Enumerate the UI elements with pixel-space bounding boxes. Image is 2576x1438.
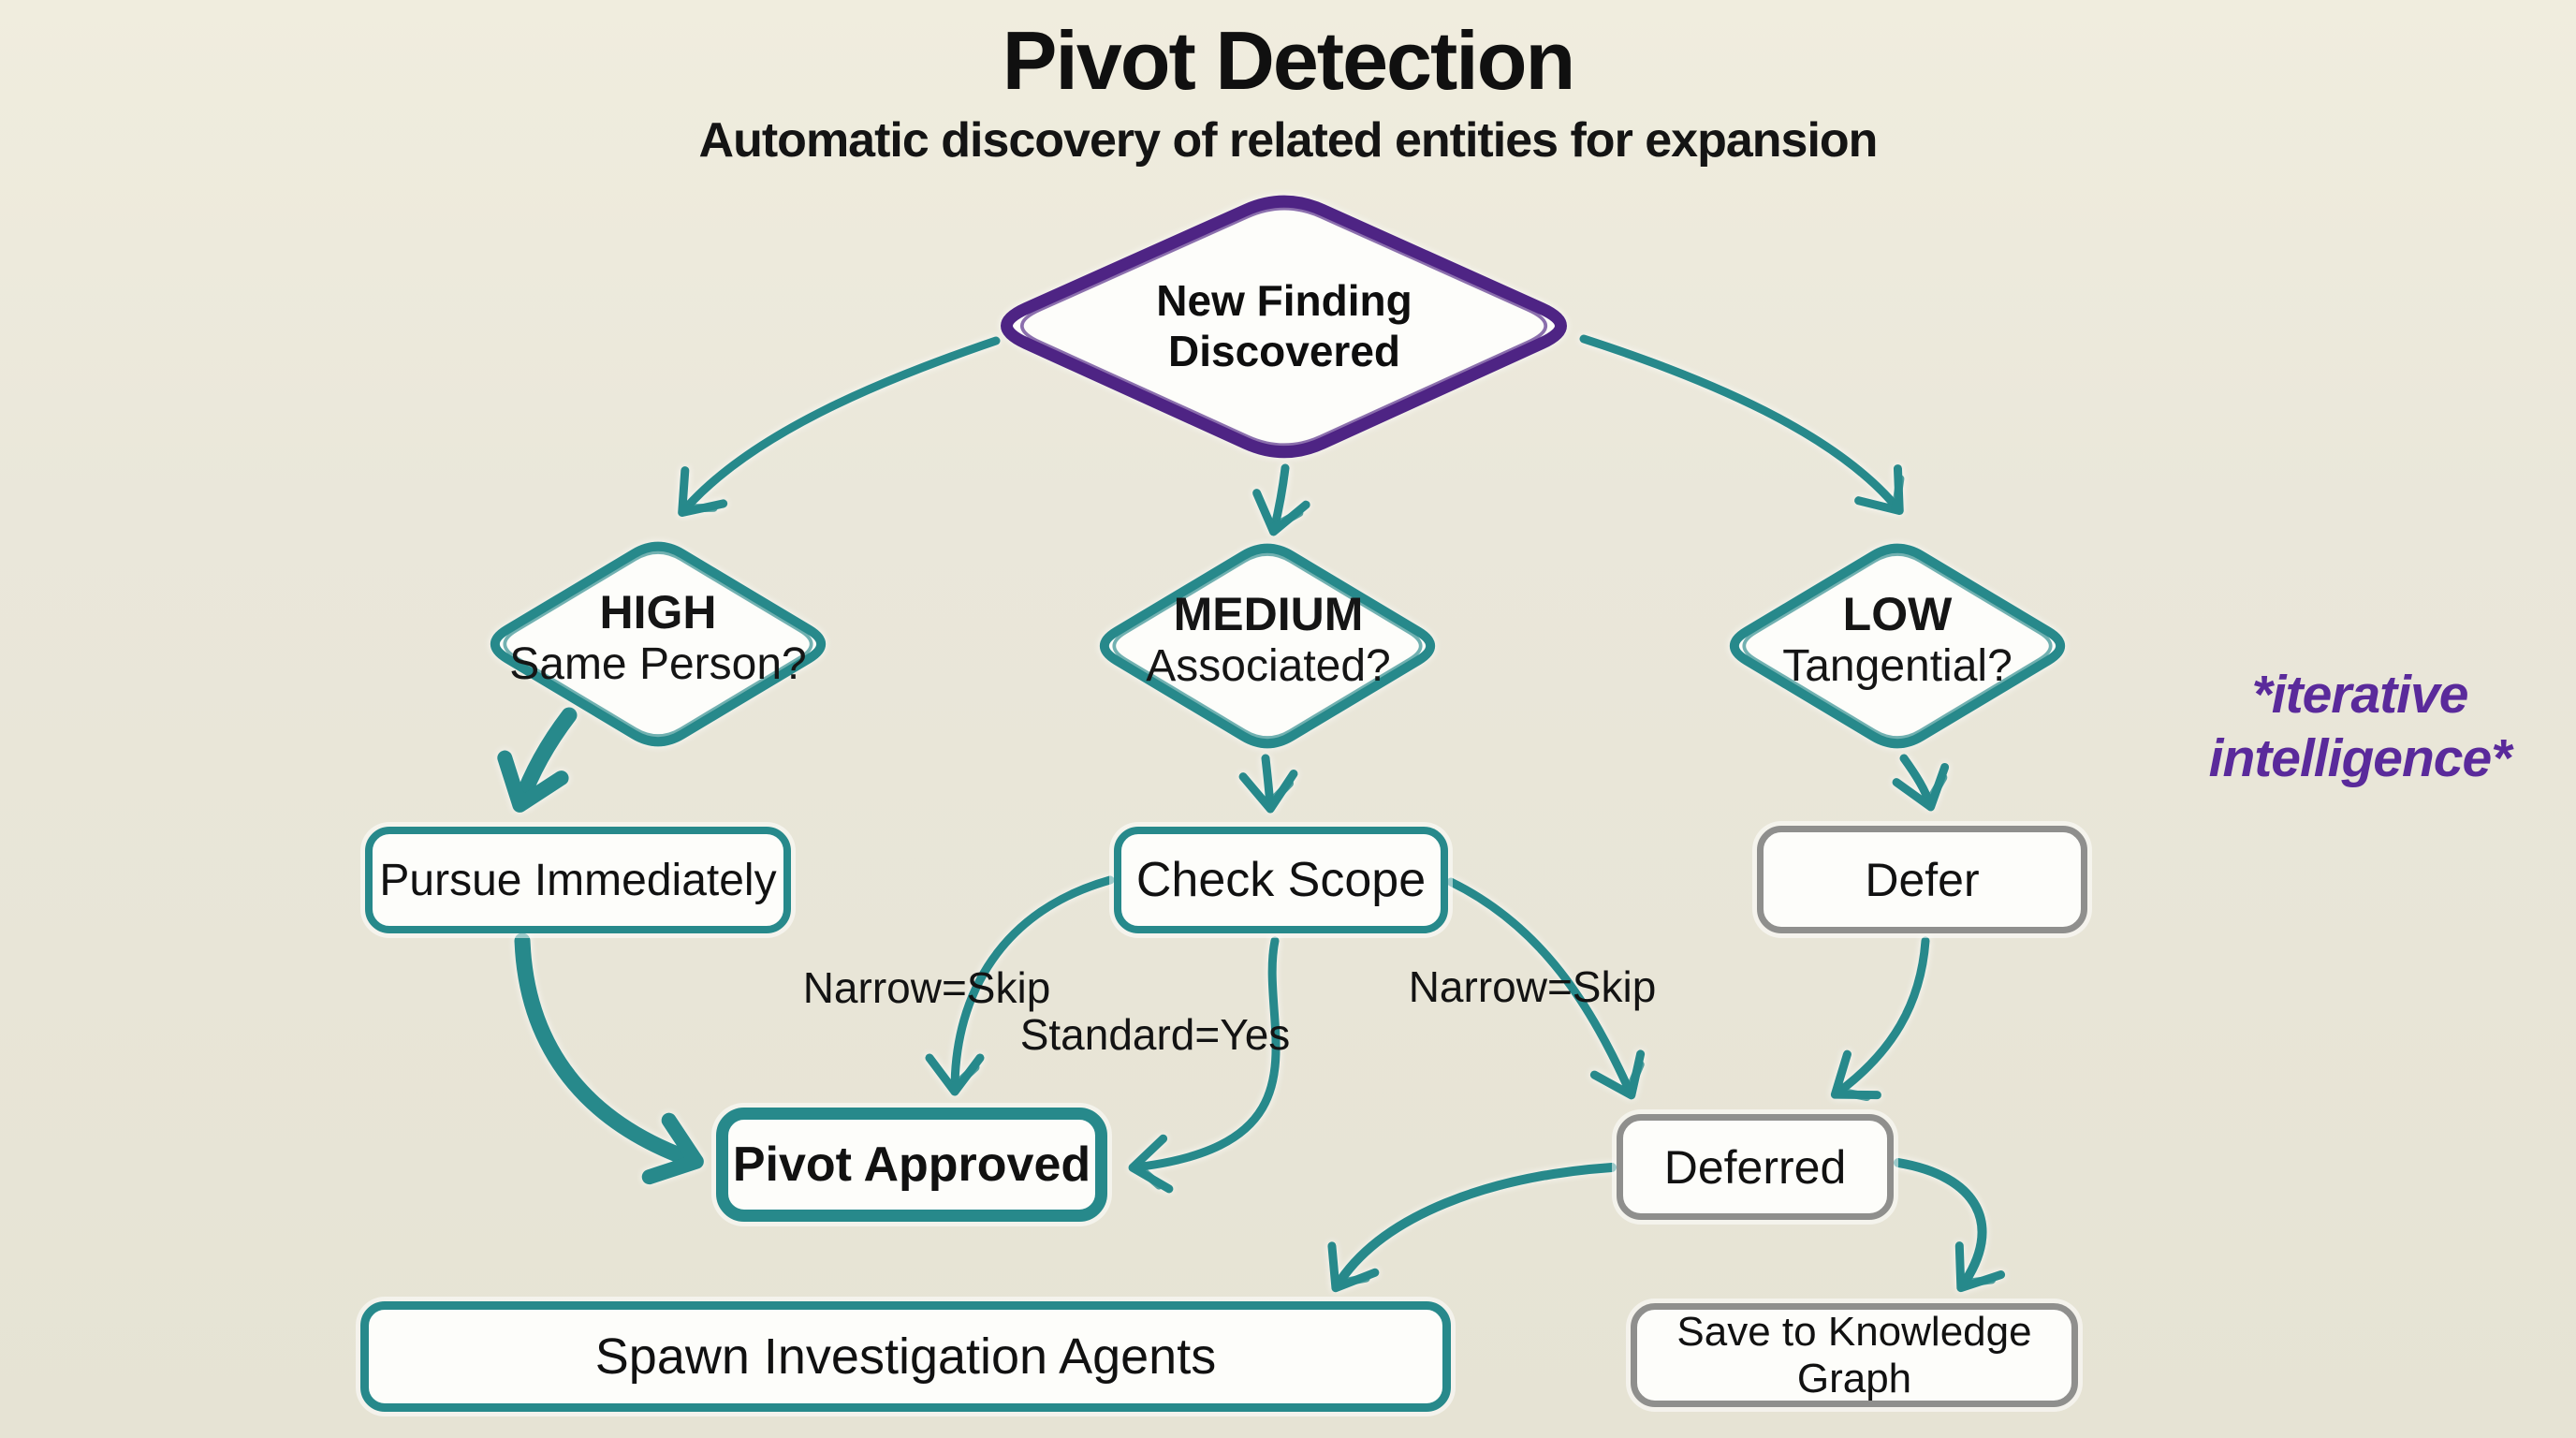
iterative-intelligence-note: *iterative intelligence* — [2144, 663, 2576, 790]
medium-diamond-shape — [1099, 543, 1436, 749]
edge-check-narrow-to-deferred — [1446, 877, 1646, 1100]
node-check-scope: Check Scope — [1114, 827, 1448, 933]
high-diamond-shape — [490, 541, 827, 747]
node-root-line1: New Finding — [1156, 276, 1412, 325]
edge-root-to-high — [678, 336, 1001, 518]
node-low: LOW Tangential? — [1710, 588, 2085, 693]
node-save-to-knowledge-graph: Save to Knowledge Graph — [1631, 1303, 2078, 1407]
edge-deferred-to-save — [1894, 1158, 2006, 1293]
edge-defer-to-deferred — [1830, 936, 1930, 1102]
edge-label-narrow-skip-right: Narrow=Skip — [1408, 962, 1657, 1011]
edge-pursue-to-pivot — [514, 932, 704, 1185]
root-diamond-echo — [1020, 206, 1547, 448]
node-spawn-investigation-agents: Spawn Investigation Agents — [360, 1301, 1451, 1412]
node-high-level: HIGH — [599, 586, 717, 638]
edge-high-to-pursue — [497, 707, 578, 813]
edge-label-narrow-skip-left: Narrow=Skip — [802, 963, 1051, 1012]
node-medium-level: MEDIUM — [1173, 588, 1364, 640]
edge-low-to-defer — [1892, 754, 1950, 812]
node-high: HIGH Same Person? — [471, 586, 845, 691]
node-medium: MEDIUM Associated? — [1081, 588, 1456, 693]
edge-root-to-medium — [1252, 463, 1310, 536]
node-root-label: New Finding Discovered — [1003, 275, 1565, 376]
edge-check-standard-to-pivot — [1128, 936, 1281, 1194]
node-deferred: Deferred — [1617, 1114, 1894, 1220]
edge-root-to-low — [1579, 334, 1905, 516]
node-pursue-immediately: Pursue Immediately — [365, 827, 791, 933]
note-line2: intelligence* — [2208, 728, 2512, 788]
low-diamond-shape — [1729, 543, 2066, 749]
node-low-level: LOW — [1842, 588, 1953, 640]
edge-deferred-to-spawn — [1327, 1163, 1617, 1293]
node-root-line2: Discovered — [1167, 327, 1400, 375]
node-low-question: Tangential? — [1782, 641, 2012, 691]
edge-label-standard-yes: Standard=Yes — [1019, 1010, 1291, 1059]
page-subtitle: Automatic discovery of related entities … — [698, 113, 1879, 168]
edge-medium-to-check — [1238, 754, 1298, 814]
page-title: Pivot Detection — [1002, 14, 1576, 107]
node-high-question: Same Person? — [509, 639, 807, 689]
edge-check-narrow-to-pivot — [925, 875, 1115, 1096]
node-pivot-approved: Pivot Approved — [716, 1108, 1107, 1222]
note-line1: *iterative — [2251, 665, 2469, 725]
node-medium-question: Associated? — [1146, 641, 1391, 691]
node-defer: Defer — [1757, 826, 2087, 933]
